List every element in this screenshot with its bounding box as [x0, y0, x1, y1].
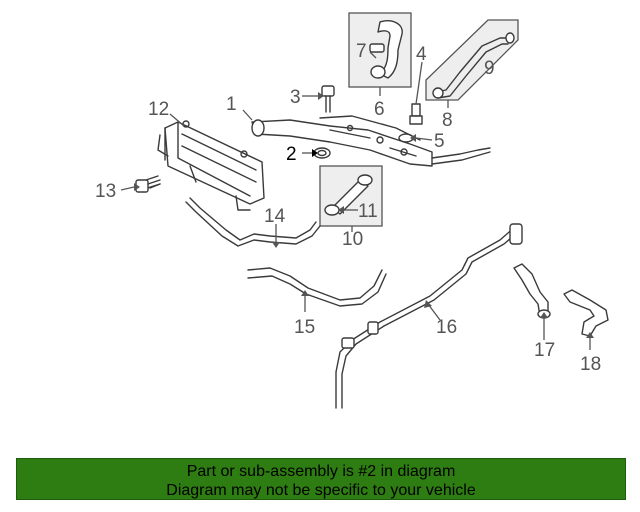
label-1: 1 — [226, 94, 237, 115]
label-17: 17 — [534, 340, 555, 361]
part-18-hose — [563, 289, 609, 337]
part-1-pipe — [251, 115, 491, 167]
part-9-hose — [432, 32, 515, 99]
part-info-banner: Part or sub-assembly is #2 in diagram Di… — [16, 458, 626, 500]
label-12: 12 — [148, 99, 169, 120]
part-4-sensor — [409, 103, 423, 125]
label-18: 18 — [580, 354, 601, 375]
part-14-hose — [185, 197, 321, 247]
label-15: 15 — [294, 317, 315, 338]
label-16: 16 — [436, 317, 457, 338]
label-8: 8 — [442, 110, 453, 131]
part-3-bolt — [321, 85, 335, 113]
label-2: 2 — [286, 144, 297, 165]
part-15-hose — [247, 267, 387, 307]
part-6-hose — [369, 20, 403, 79]
part-11-hose — [324, 174, 373, 216]
label-5: 5 — [434, 131, 445, 152]
part-12-cooler — [157, 120, 265, 211]
label-14: 14 — [264, 206, 286, 227]
leader-lines — [120, 51, 591, 350]
banner-line-disclaimer: Diagram may not be specific to your vehi… — [166, 482, 476, 499]
label-3: 3 — [290, 87, 301, 108]
label-6: 6 — [374, 99, 385, 120]
label-11: 11 — [358, 201, 378, 222]
label-4: 4 — [416, 44, 427, 65]
label-13: 13 — [95, 181, 116, 202]
label-7: 7 — [356, 41, 367, 62]
parts-diagram: 1 2 3 4 5 6 7 8 9 10 11 12 13 14 15 16 1… — [95, 12, 609, 409]
banner-line-part: Part or sub-assembly is #2 in diagram — [186, 463, 456, 480]
label-10: 10 — [342, 229, 363, 250]
leader-arrows — [134, 92, 594, 338]
part-16-tube — [335, 223, 523, 409]
part-17-hose — [513, 263, 551, 319]
label-9: 9 — [484, 58, 495, 79]
part-13-bolt — [135, 175, 161, 193]
